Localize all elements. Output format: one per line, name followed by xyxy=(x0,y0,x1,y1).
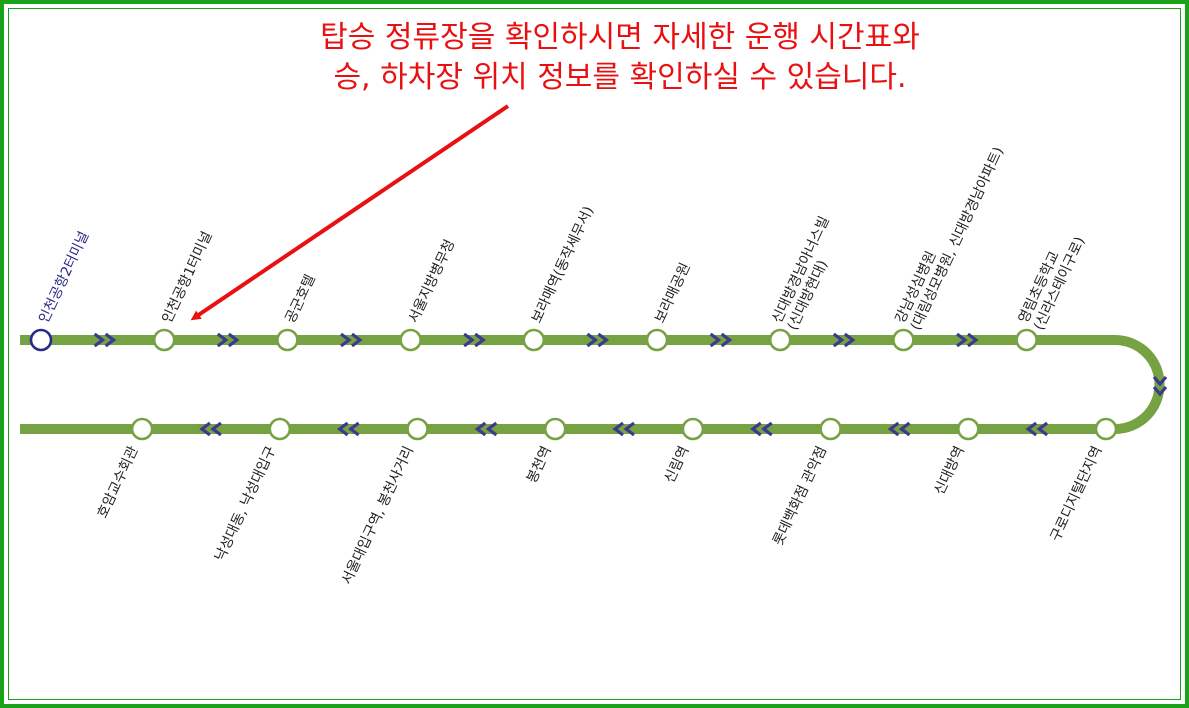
stop-label[interactable]: 서울대입구역, 봉천사거리 xyxy=(339,444,417,587)
stop-name: 서울지방병무청 xyxy=(406,237,459,325)
backward-arrow xyxy=(750,421,773,437)
direction-arrows xyxy=(93,332,1168,437)
backward-arrow xyxy=(1025,421,1049,437)
backward-arrow xyxy=(474,421,498,437)
forward-arrow xyxy=(956,332,979,348)
stop-name: 봉천역 xyxy=(524,444,555,486)
stop-label[interactable]: 보라매공원 xyxy=(652,261,694,326)
notice-text: 탑승 정류장을 확인하시면 자세한 운행 시간표와 승, 하차장 위치 정보를 … xyxy=(180,18,1060,98)
turn-arrow xyxy=(1152,375,1168,397)
backward-arrow xyxy=(336,421,360,437)
notice-line-2: 승, 하차장 위치 정보를 확인하실 수 있습니다. xyxy=(333,60,907,95)
stop-label[interactable]: 영림초등학교(신라스테이구로) xyxy=(1016,227,1089,333)
inner-frame xyxy=(8,8,1181,700)
stop-name: 구로디지털단지역 xyxy=(1048,444,1106,544)
forward-arrow xyxy=(709,332,733,348)
pointer-arrow xyxy=(190,104,510,321)
forward-arrow xyxy=(93,332,117,348)
forward-arrow xyxy=(463,332,486,348)
stop-label[interactable]: 신대방역 xyxy=(932,444,968,497)
stop-name: 롯데백화점 관악점 xyxy=(770,444,830,548)
backward-arrow xyxy=(612,421,636,437)
stop-marker[interactable] xyxy=(543,417,567,441)
forward-arrow xyxy=(832,332,856,348)
origin-stop-marker[interactable] xyxy=(29,328,53,352)
stop-marker[interactable] xyxy=(819,417,842,441)
stop-label[interactable]: 서울지방병무청 xyxy=(406,237,459,325)
stop-name: 낙성대동, 낙성대입구 xyxy=(212,444,279,564)
stop-marker[interactable] xyxy=(956,417,980,441)
stop-name: 서울대입구역, 봉천사거리 xyxy=(339,444,417,587)
stop-label[interactable]: 신림역 xyxy=(662,444,693,486)
stop-marker[interactable] xyxy=(1015,328,1038,352)
forward-arrow xyxy=(586,332,610,348)
route-track xyxy=(20,335,1165,434)
stop-marker[interactable] xyxy=(1094,417,1118,441)
stop-sub-name: (대림성모병원, 신대방경남아파트) xyxy=(908,145,1007,333)
stop-name: 인천공항2터미널 xyxy=(36,229,92,326)
stop-name: 공군호텔 xyxy=(283,272,319,325)
stop-name: 보라매공원 xyxy=(652,261,694,326)
stop-label[interactable]: 봉천역 xyxy=(524,444,555,486)
stop-label[interactable]: 신대방경남아너스빌(신대방현대) xyxy=(769,214,848,333)
stop-marker[interactable] xyxy=(645,328,669,352)
stop-label[interactable]: 공군호텔 xyxy=(283,272,319,325)
stop-name: 호암교수회관 xyxy=(95,444,142,521)
stop-marker[interactable] xyxy=(276,328,299,352)
stop-marker[interactable] xyxy=(268,417,292,441)
stop-marker[interactable] xyxy=(406,417,429,441)
stop-marker[interactable] xyxy=(399,328,422,352)
stop-name: 신대방역 xyxy=(932,444,968,497)
notice-line-1: 탑승 정류장을 확인하시면 자세한 운행 시간표와 xyxy=(320,20,920,55)
stop-marker[interactable] xyxy=(130,417,154,441)
stop-label[interactable]: 호암교수회관 xyxy=(95,444,142,521)
stop-marker[interactable] xyxy=(768,328,792,352)
stop-marker[interactable] xyxy=(522,328,546,352)
stop-label[interactable]: 인천공항2터미널 xyxy=(36,229,92,326)
backward-arrow xyxy=(887,421,911,437)
stop-label[interactable]: 강남성심병원(대림성모병원, 신대방경남아파트) xyxy=(893,138,1007,333)
forward-arrow xyxy=(340,332,363,348)
stop-name: 보라매역(동작세무서) xyxy=(529,204,597,326)
stops xyxy=(29,328,1118,441)
stop-marker[interactable] xyxy=(892,328,915,352)
forward-arrow xyxy=(216,332,240,348)
stop-name: 신림역 xyxy=(662,444,693,486)
stop-label[interactable]: 보라매역(동작세무서) xyxy=(529,204,597,326)
stop-marker[interactable] xyxy=(152,328,176,352)
stop-label[interactable]: 롯데백화점 관악점 xyxy=(770,444,830,548)
stop-label[interactable]: 구로디지털단지역 xyxy=(1048,444,1106,544)
stop-marker[interactable] xyxy=(681,417,705,441)
backward-arrow xyxy=(199,421,222,437)
stop-label[interactable]: 낙성대동, 낙성대입구 xyxy=(212,444,279,564)
